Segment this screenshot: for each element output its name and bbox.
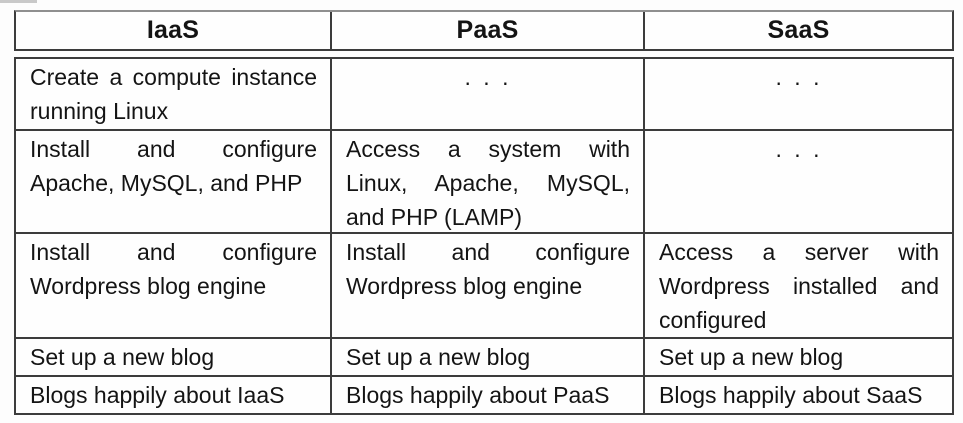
table-cell: Access a server with Wordpress installed… bbox=[659, 239, 939, 333]
table-cell: Blogs happily about IaaS bbox=[16, 377, 332, 413]
header-cell-paas: PaaS bbox=[332, 12, 645, 49]
table-cell: Access a system with Linux, Apache, MySQ… bbox=[332, 131, 645, 232]
header-cell-iaas: IaaS bbox=[16, 12, 332, 49]
table-row-blogs-happily: Blogs happily about IaaS Blogs happily a… bbox=[16, 377, 952, 413]
table-cell: Install and configure Wordpress blog eng… bbox=[16, 234, 332, 337]
table-cell: Set up a new blog bbox=[332, 339, 645, 375]
table-cell-ellipsis: . . . bbox=[775, 64, 823, 90]
table-cell: Set up a new blog bbox=[659, 344, 844, 370]
table-cell: Blogs happily about PaaS bbox=[332, 377, 645, 413]
table-cell: Install and configure Apache, MySQL, and… bbox=[16, 131, 332, 232]
table-row-install-lamp: Install and configure Apache, MySQL, and… bbox=[16, 131, 952, 234]
screenshot-edge-artifact bbox=[0, 0, 37, 3]
table-cell-ellipsis: . . . bbox=[332, 59, 645, 129]
table-row-create-instance: Create a compute instance running Linux … bbox=[16, 59, 952, 131]
table-row-wordpress: Install and configure Wordpress blog eng… bbox=[16, 234, 952, 339]
table-cell: Blogs happily about SaaS bbox=[659, 382, 923, 408]
table-cell: Create a compute instance running Linux bbox=[16, 59, 332, 129]
header-cell-saas: SaaS bbox=[767, 16, 830, 44]
table-row-setup-blog: Set up a new blog Set up a new blog Set … bbox=[16, 339, 952, 377]
table-body: Create a compute instance running Linux … bbox=[14, 57, 954, 415]
table-cell: Set up a new blog bbox=[16, 339, 332, 375]
table-header-row: IaaS PaaS SaaS bbox=[14, 10, 954, 51]
table-cell: Install and configure Wordpress blog eng… bbox=[332, 234, 645, 337]
table-cell-ellipsis: . . . bbox=[775, 136, 823, 162]
